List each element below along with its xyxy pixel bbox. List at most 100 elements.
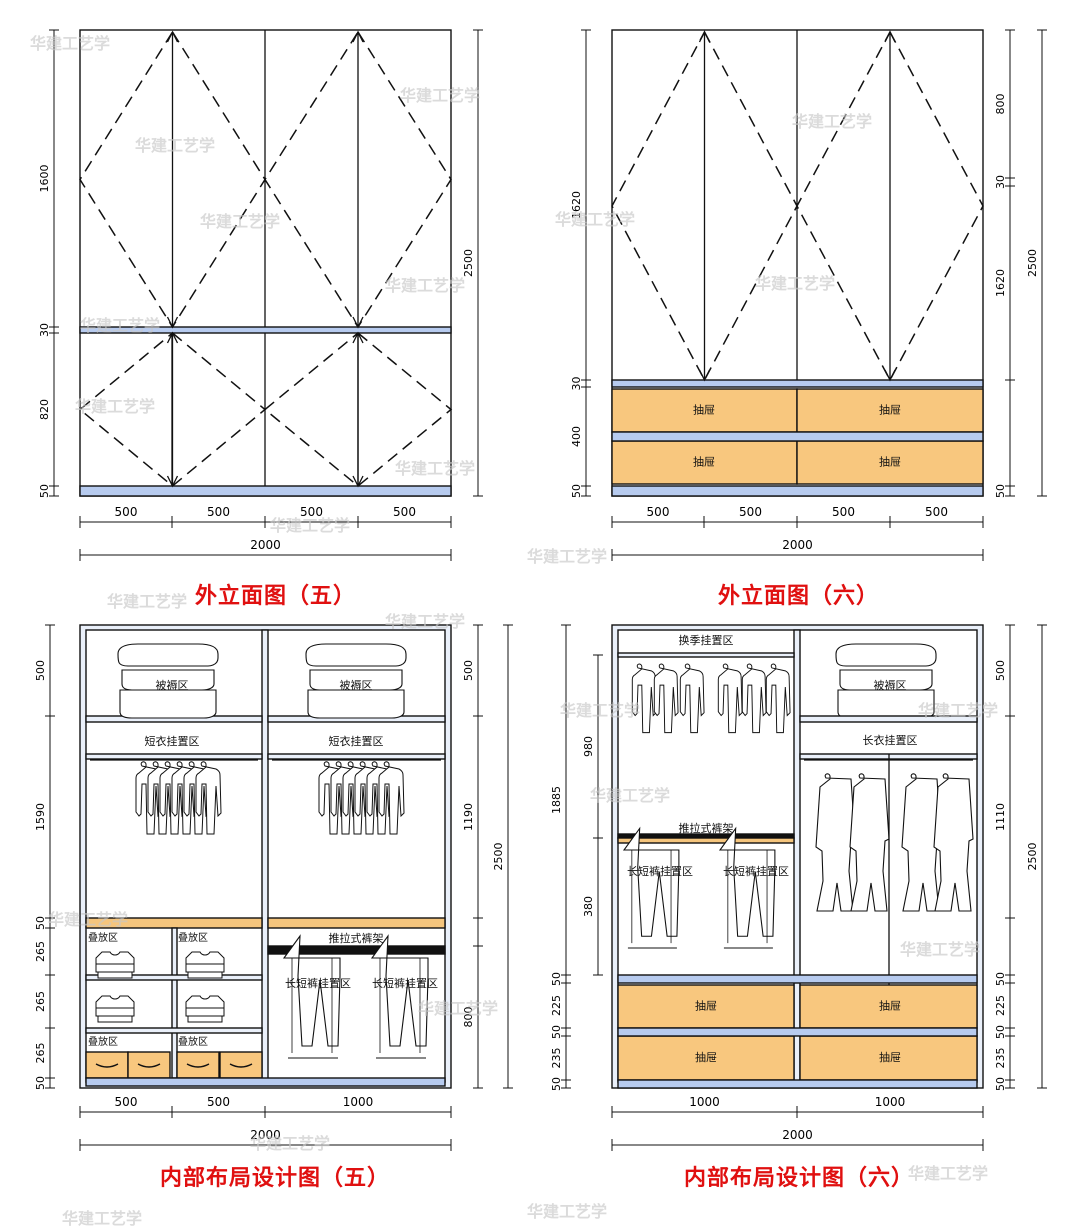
total-width-dimension: 2000 [611,538,984,561]
arrow-head-icon [884,30,896,43]
drawer-handle-icon [186,1063,210,1068]
dimension-label: 50 [34,916,47,930]
panel-title-interior-5: 内部布局设计图（五） [160,1166,391,1191]
long-hang-zone-label: 长衣挂置区 [863,733,918,747]
watermark: 华建工艺学 [200,212,281,231]
drawer-label: 抽屉 [879,999,901,1013]
shelf [85,1027,263,1034]
dimension-label: 225 [994,995,1007,1016]
panel-title-interior-6: 内部布局设计图（六） [684,1166,915,1191]
watermark: 华建工艺学 [75,397,156,416]
quilt-zone-label: 被褥区 [874,678,907,692]
quilt-zone-label: 被褥区 [340,678,373,692]
watermark: 华建工艺学 [395,459,476,478]
dimension-label: 50 [34,1076,47,1090]
watermark: 华建工艺学 [135,136,216,155]
dimension-label: 500 [832,505,855,519]
dimension-label: 2000 [250,538,281,552]
watermark: 华建工艺学 [900,940,981,959]
small-drawer [176,1051,220,1079]
dimension-label: 1000 [875,1095,906,1109]
dimension-label: 500 [300,505,323,519]
drawer-rail [611,431,984,442]
arrow-head-icon [698,369,711,382]
drawer-rail [617,974,978,984]
arrow-head-icon [166,316,179,329]
watermark: 华建工艺学 [250,1134,331,1153]
drawer-rail [617,1027,978,1037]
drawer-front [796,388,984,433]
base-rail [611,485,984,497]
door-open-diamond [78,332,267,487]
dimension-label: 50 [994,1077,1007,1091]
pants-zone-label: 长短裤挂置区 [372,976,438,990]
dimension-label: 1000 [689,1095,720,1109]
drawer-label: 抽屉 [879,403,901,417]
arrow-head-icon [352,30,364,43]
dimension-label: 820 [38,399,51,420]
door-open-diamond [263,332,453,487]
dimension-label: 980 [582,736,595,757]
dimension-label: 1885 [550,786,563,814]
dimension-label: 500 [207,505,230,519]
dimension-label: 500 [739,505,762,519]
dimension-label: 235 [550,1048,563,1069]
dimension-label: 800 [994,94,1007,115]
pants-zone-label: 长短裤挂置区 [627,864,693,878]
pull-rack-bar [267,945,446,955]
panel-title-elevation-5: 外立面图（五） [195,584,357,609]
drawer-label: 抽屉 [693,403,715,417]
folded-clothes-icon [185,951,225,979]
total-width-dimension: 2000 [79,1128,452,1151]
dimension-label: 500 [647,505,670,519]
dimension-label: 2500 [462,249,475,277]
base-rail [85,1077,446,1087]
arrow-head-icon [166,30,179,43]
drawer-handle-icon [137,1063,161,1068]
shelf [267,753,446,760]
pull-rack-base [617,837,795,844]
watermark: 华建工艺学 [385,276,466,295]
dimension-label: 2000 [782,538,813,552]
dimension-label: 800 [462,1007,475,1028]
center-partition [793,629,801,1083]
drawer-label: 抽屉 [695,999,717,1013]
dimension-label: 1110 [994,803,1007,831]
dimension-label: 500 [994,660,1007,681]
watermark: 华建工艺学 [107,592,188,611]
dimension-label: 500 [34,660,47,681]
folded-clothes-icon [95,995,135,1023]
dimension-label: 30 [570,377,583,391]
long-coat-icon [849,773,890,912]
dimension-label: 50 [550,1025,563,1039]
shelf [85,974,263,981]
dimension-label: 50 [38,484,51,498]
drawer-front [796,440,984,485]
small-drawer [85,1051,129,1079]
door-open-diamond [611,30,798,382]
mid-rail [611,379,984,388]
arrow-head-icon [352,316,364,329]
watermark: 华建工艺学 [755,274,836,293]
drawer-front [617,984,795,1029]
dimension-label: 225 [550,995,563,1016]
drawer-front [611,388,798,433]
watermark: 华建工艺学 [48,910,129,929]
folded-clothes-icon [95,951,135,979]
watermark: 华建工艺学 [385,612,466,631]
panel-title-elevation-6: 外立面图（六） [718,584,880,609]
shelf [799,715,978,723]
drawer-label: 抽屉 [879,1050,901,1064]
dimension-label: 1620 [570,191,583,219]
drawer-label: 抽屉 [695,1050,717,1064]
dimension-label: 265 [34,991,47,1012]
drawer-handle-icon [95,1063,119,1068]
bottom-dimension-chain: 1000 1000 [611,1095,984,1118]
watermark: 华建工艺学 [590,786,671,805]
